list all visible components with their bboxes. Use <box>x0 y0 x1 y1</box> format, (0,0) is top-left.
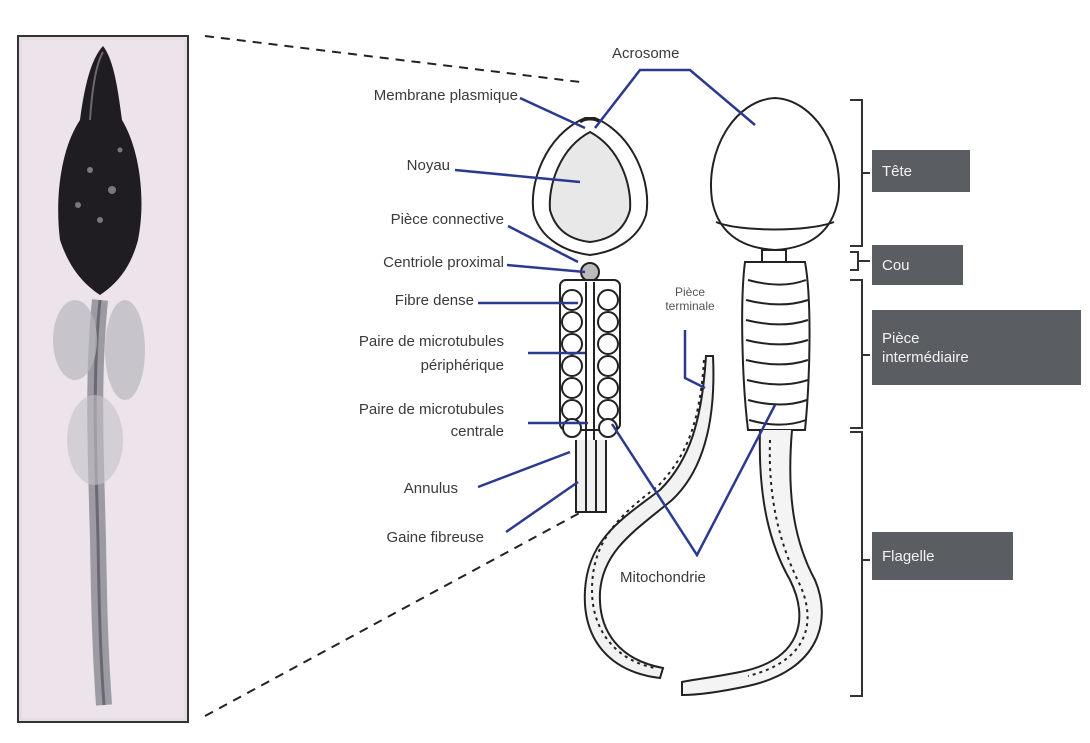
label-paire-centrale-1: Paire de microtubules <box>270 400 504 419</box>
bracket-tete <box>850 100 870 246</box>
label-piece-terminale-1: Pièce <box>650 285 730 299</box>
label-piece-connective: Pièce connective <box>300 210 504 229</box>
label-annulus: Annulus <box>300 479 458 498</box>
region-tete: Tête <box>872 150 970 192</box>
label-fibre-dense: Fibre dense <box>300 291 474 310</box>
line-annulus <box>478 452 570 487</box>
label-noyau: Noyau <box>300 156 450 175</box>
bracket-cou <box>850 252 870 270</box>
region-flagelle-label: Flagelle <box>882 547 935 566</box>
line-membrane <box>520 98 585 128</box>
region-cou: Cou <box>872 245 963 285</box>
label-paire-peripherique-1: Paire de microtubules <box>270 332 504 351</box>
region-piece-inter-label-2: intermédiaire <box>882 348 969 367</box>
micrograph-photo <box>18 36 188 722</box>
label-gaine-fibreuse: Gaine fibreuse <box>300 528 484 547</box>
label-acrosome: Acrosome <box>612 44 680 63</box>
line-centriole <box>507 265 585 272</box>
bracket-piece-inter <box>850 280 870 428</box>
region-cou-label: Cou <box>882 256 910 275</box>
label-paire-centrale-2: centrale <box>270 422 504 441</box>
region-piece-inter-label-1: Pièce <box>882 329 920 348</box>
label-paire-peripherique-2: périphérique <box>270 356 504 375</box>
region-tete-label: Tête <box>882 162 912 181</box>
bracket-flagelle <box>850 432 870 696</box>
zoom-line-top <box>205 36 580 82</box>
line-acrosome <box>595 70 755 128</box>
region-brackets <box>850 100 870 696</box>
region-flagelle: Flagelle <box>872 532 1013 580</box>
label-piece-terminale-2: terminale <box>650 299 730 313</box>
label-membrane-plasmique: Membrane plasmique <box>268 86 518 105</box>
line-piece-terminale <box>685 330 705 388</box>
line-gaine <box>506 482 578 532</box>
label-centriole-proximal: Centriole proximal <box>300 253 504 272</box>
region-piece-intermediaire: Pièce intermédiaire <box>872 310 1081 385</box>
label-mitochondrie: Mitochondrie <box>620 568 706 587</box>
